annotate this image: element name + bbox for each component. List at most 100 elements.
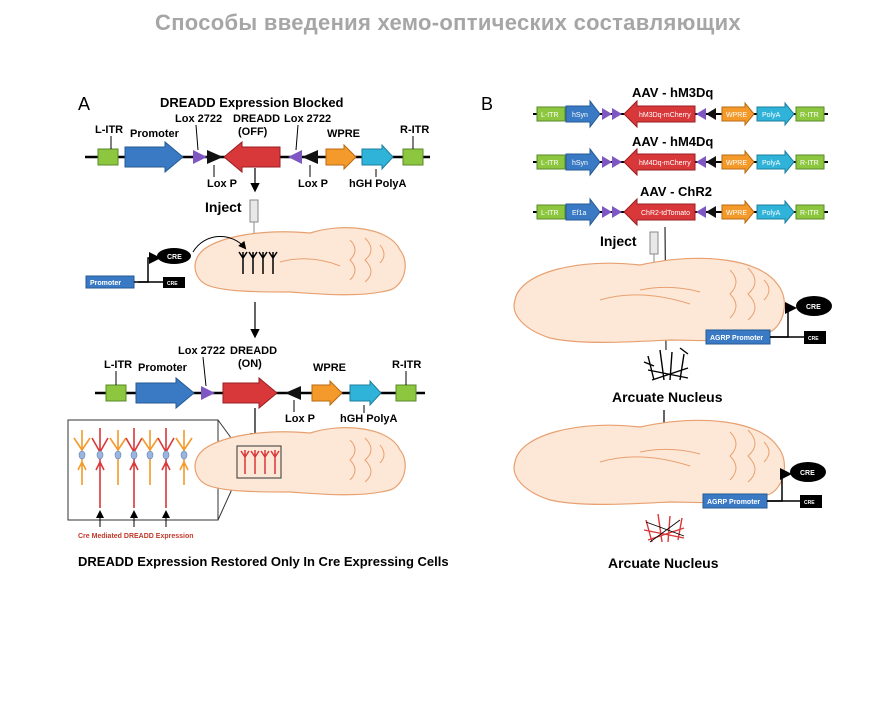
construct-on — [95, 376, 425, 410]
panel-b-letter: B — [481, 94, 493, 114]
promoter-arrow-on — [135, 376, 195, 410]
b2-gene: hM4Dq-mCherry — [639, 160, 691, 167]
inset-nuclei — [78, 450, 188, 460]
polya-arrow-on — [349, 379, 382, 407]
b1-litr: L-ITR — [541, 112, 559, 119]
label-loxp-left: Lox P — [207, 178, 237, 190]
inset-arrows — [96, 510, 170, 527]
b1-wpre: WPRE — [726, 112, 747, 119]
bottom-caption: DREADD Expression Restored Only In Cre E… — [78, 554, 449, 569]
construct-b2-title: AAV - hM4Dq — [632, 134, 713, 149]
construct-b3: AAV - ChR2 L-ITR Ef1a ChR2-tdTomato WPRE… — [533, 184, 828, 227]
neuron-inset — [67, 419, 219, 521]
loxp-left-icon — [207, 150, 223, 164]
label-promoter: Promoter — [130, 128, 180, 140]
slide-title: Способы введения хемо-оптических составл… — [155, 10, 741, 35]
wpre-arrow-on — [311, 379, 343, 407]
ritr-box — [402, 148, 424, 166]
loxp-on-icon — [285, 386, 301, 400]
panel-a-letter: A — [78, 94, 90, 114]
label-lox2722-right: Lox 2722 — [284, 113, 331, 125]
cre-ellipse-a — [157, 248, 191, 264]
lox2722-right-icon — [288, 150, 302, 164]
cre-ellipse-bottom-label: CRE — [800, 470, 815, 477]
cre-box-a — [163, 277, 185, 288]
label-litr: L-ITR — [95, 124, 123, 136]
construct-b3-title: AAV - ChR2 — [640, 184, 712, 199]
cre-box-top — [804, 331, 826, 344]
b2-polya: PolyA — [762, 160, 781, 167]
b3-wpre: WPRE — [726, 210, 747, 217]
neurons-black-a — [238, 251, 278, 274]
label-polya-on: hGH PolyA — [340, 413, 398, 425]
arcuate-label-bottom: Arcuate Nucleus — [608, 555, 719, 571]
b2-promoter: hSyn — [572, 160, 588, 167]
b1-polya: PolyA — [762, 112, 781, 119]
dreadd-on-arrow — [222, 376, 278, 410]
inset-neurons — [73, 428, 193, 508]
label-lox2722-left: Lox 2722 — [175, 113, 222, 125]
b2-wpre: WPRE — [726, 160, 747, 167]
label-litr-on: L-ITR — [104, 359, 132, 371]
label-loxp-right: Lox P — [298, 178, 328, 190]
litr-box — [97, 148, 119, 166]
brain-a2 — [194, 427, 406, 496]
ritr-box-on — [395, 384, 417, 402]
b1-promoter: hSyn — [572, 112, 588, 119]
construct-b1-title: AAV - hM3Dq — [632, 85, 713, 100]
construct-b1: AAV - hM3Dq L-ITR hSyn hM3Dq-mCherry WPR… — [533, 85, 828, 129]
b3-polya: PolyA — [762, 210, 781, 217]
b2-litr: L-ITR — [541, 160, 559, 167]
label-dreadd-off: DREADD — [233, 113, 280, 125]
lox2722-on-icon — [201, 386, 215, 400]
inset-caption: Cre Mediated DREADD Expression — [78, 533, 194, 540]
cre-box-a-label: CRE — [167, 281, 178, 287]
brain-b1 — [513, 257, 786, 343]
label-on: (ON) — [238, 358, 262, 370]
panel-a-title: DREADD Expression Blocked — [160, 95, 344, 110]
neurons-red-a — [240, 450, 280, 474]
b3-promoter: Ef1a — [572, 210, 587, 217]
b2-ritr: R-ITR — [800, 160, 819, 167]
label-wpre: WPRE — [327, 128, 360, 140]
brain-a1 — [194, 227, 406, 296]
construct-b2: AAV - hM4Dq L-ITR hSyn hM4Dq-mCherry WPR… — [533, 134, 828, 177]
construct-off — [85, 140, 430, 174]
arcuate-neurons-black — [643, 347, 689, 381]
cre-ellipse-top — [796, 296, 832, 316]
promoter-box-a-label: Promoter — [90, 280, 121, 287]
agrp-box-top-label: AGRP Promoter — [710, 335, 763, 342]
cre-box-bottom — [800, 495, 822, 508]
b3-litr: L-ITR — [541, 210, 559, 217]
cre-box-top-label: CRE — [808, 336, 819, 342]
b1-gene: hM3Dq-mCherry — [639, 112, 691, 119]
label-ritr: R-ITR — [400, 124, 429, 136]
label-lox2722-on: Lox 2722 — [178, 345, 225, 357]
litr-box-on — [105, 384, 127, 402]
inject-label-a: Inject — [205, 199, 242, 215]
arcuate-neurons-red — [643, 513, 685, 543]
syringe-icon-b — [649, 231, 659, 266]
label-promoter-on: Promoter — [138, 362, 188, 374]
cre-ellipse-bottom — [790, 462, 826, 482]
agrp-box-bottom-label: AGRP Promoter — [707, 499, 760, 506]
label-dreadd-on: DREADD — [230, 345, 277, 357]
wpre-arrow — [325, 143, 357, 171]
lox2722-left-icon — [193, 150, 207, 164]
label-wpre-on: WPRE — [313, 362, 346, 374]
b3-gene: ChR2-tdTomato — [641, 210, 690, 217]
label-polya: hGH PolyA — [349, 178, 407, 190]
label-ritr-on: R-ITR — [392, 359, 421, 371]
promoter-arrow — [124, 140, 184, 174]
loxp-right-icon — [302, 150, 318, 164]
cre-ellipse-a-label: CRE — [167, 254, 182, 261]
label-loxp-on: Lox P — [285, 413, 315, 425]
cre-ellipse-top-label: CRE — [806, 304, 821, 311]
b1-ritr: R-ITR — [800, 112, 819, 119]
inject-label-b: Inject — [600, 233, 637, 249]
cre-box-bottom-label: CRE — [804, 500, 815, 506]
label-off: (OFF) — [238, 126, 268, 138]
dreadd-off-arrow — [223, 140, 281, 174]
brain-b2 — [513, 419, 786, 505]
